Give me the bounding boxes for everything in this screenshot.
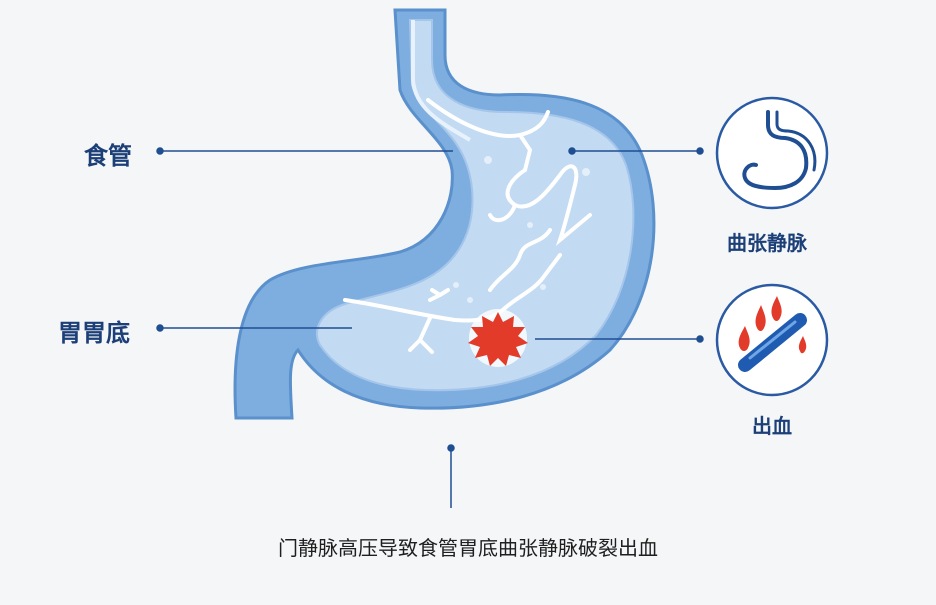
vein-small-1 [428,288,450,302]
bleeding-site [468,309,528,367]
vein-mid [488,203,517,223]
bleeding-vessel-icon [715,283,829,397]
label-bleeding: 出血 [752,414,792,438]
diagram-caption: 门静脉高压导致食管胃底曲张静脉破裂出血 [278,536,658,560]
label-varices: 曲张静脉 [727,231,807,255]
lumen-dots [453,156,590,303]
leader-lines [156,147,704,508]
vein-right [555,183,592,247]
vein-upper [426,98,550,138]
vein-loop [505,164,579,209]
vein-right-lower [503,253,562,310]
esophagus-inner-channel [411,20,472,142]
label-esophagus: 食管 [84,142,132,170]
varices-vessels [343,98,592,354]
label-fundus: 胃胃底 [58,319,130,347]
vein-branch-1 [518,133,533,172]
stomach-outline-icon [715,96,829,210]
stomach-inner-lining [316,19,635,392]
vein-lower-branch [408,316,434,354]
vein-squiggle [488,228,552,292]
